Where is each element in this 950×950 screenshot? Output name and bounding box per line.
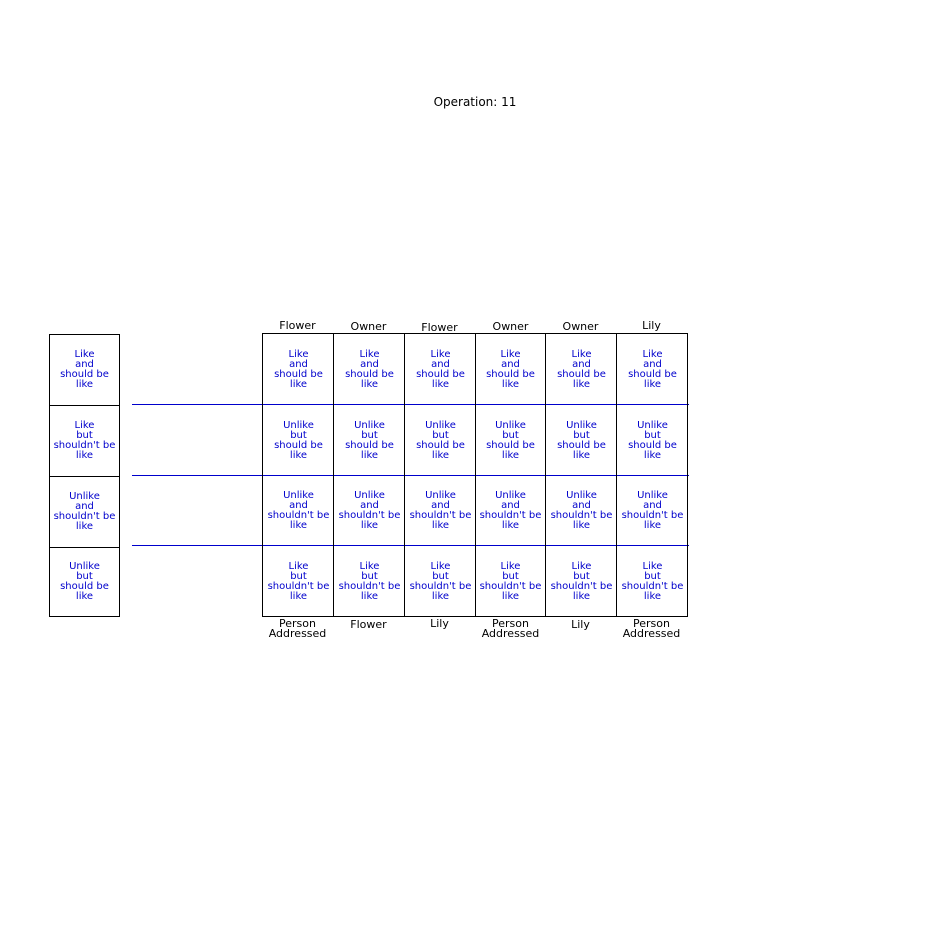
grid-cell: Unlike and shouldn't be like — [267, 489, 330, 531]
column-header: Owner — [492, 320, 529, 333]
column-footer: Flower — [350, 618, 387, 631]
grid-cell: Like and should be like — [416, 348, 465, 390]
page-title: Operation: 11 — [433, 95, 517, 109]
grid-cell: Like and should be like — [628, 348, 677, 390]
column-footer: Person Addressed — [622, 617, 681, 640]
column-footer: Person Addressed — [268, 617, 327, 640]
grid-cell: Unlike but should be like — [345, 419, 394, 461]
left-legend-cell: Unlike and shouldn't be like — [50, 477, 119, 548]
column-divider — [333, 334, 334, 616]
grid-cell: Like but shouldn't be like — [267, 560, 330, 602]
column-divider — [616, 334, 617, 616]
left-legend-cell: Like but shouldn't be like — [50, 406, 119, 477]
grid-cell: Like but shouldn't be like — [409, 560, 472, 602]
row-separator — [132, 404, 689, 405]
grid-cell: Unlike and shouldn't be like — [479, 489, 542, 531]
grid-cell: Unlike and shouldn't be like — [409, 489, 472, 531]
comparison-grid: Like and should be like Like and should … — [262, 333, 688, 617]
column-divider — [545, 334, 546, 616]
left-legend-cell: Unlike but should be like — [60, 561, 109, 602]
row-separator — [132, 545, 689, 546]
column-divider — [475, 334, 476, 616]
grid-cell: Like and should be like — [274, 348, 323, 390]
grid-cell: Unlike and shouldn't be like — [550, 489, 613, 531]
column-divider — [404, 334, 405, 616]
left-legend-column: Like and should be like Like but shouldn… — [49, 334, 120, 617]
grid-cell: Like and should be like — [486, 348, 535, 390]
column-header: Owner — [350, 320, 387, 333]
column-header: Lily — [642, 319, 661, 332]
grid-cell: Unlike but should be like — [274, 419, 323, 461]
left-legend-cell: Like and should be like — [50, 335, 119, 406]
column-footer: Lily — [571, 618, 590, 631]
column-footer: Person Addressed — [481, 617, 540, 640]
grid-cell: Like and should be like — [557, 348, 606, 390]
grid-cell: Like but shouldn't be like — [338, 560, 401, 602]
grid-cell: Unlike but should be like — [628, 419, 677, 461]
grid-cell: Like but shouldn't be like — [621, 560, 684, 602]
grid-cell: Unlike but should be like — [486, 419, 535, 461]
grid-cell: Unlike but should be like — [416, 419, 465, 461]
column-header: Flower — [421, 321, 458, 334]
column-header: Owner — [562, 320, 599, 333]
grid-cell: Unlike but should be like — [557, 419, 606, 461]
grid-cell: Like but shouldn't be like — [479, 560, 542, 602]
column-header: Flower — [279, 319, 316, 332]
grid-cell: Unlike and shouldn't be like — [621, 489, 684, 531]
grid-cell: Like but shouldn't be like — [550, 560, 613, 602]
grid-cell: Like and should be like — [345, 348, 394, 390]
grid-cell: Unlike and shouldn't be like — [338, 489, 401, 531]
column-footer: Lily — [430, 617, 449, 630]
row-separator — [132, 475, 689, 476]
